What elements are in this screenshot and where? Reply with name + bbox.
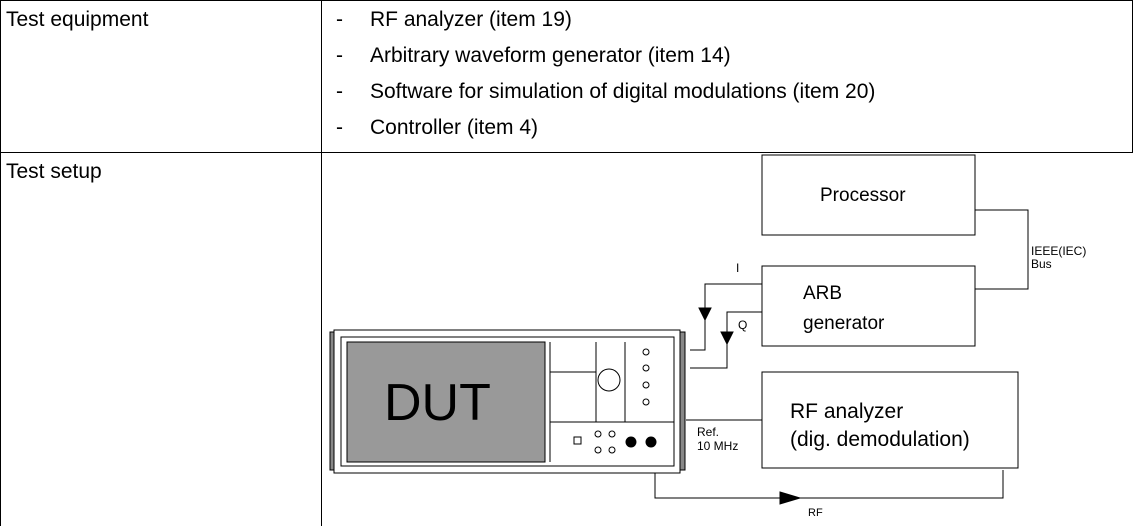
connector-icon	[642, 364, 650, 372]
q-signal-label: Q	[738, 318, 747, 332]
column-divider	[321, 0, 322, 526]
equipment-item-text: RF analyzer (item 19)	[370, 8, 572, 31]
arb-label-line2: generator	[803, 313, 885, 334]
q-arrow-icon	[720, 331, 734, 346]
rf-output-line	[654, 470, 1004, 499]
dut-display	[346, 341, 546, 463]
connector-icon	[594, 430, 602, 438]
bus-label-line1: IEEE(IEC)	[1031, 244, 1086, 258]
equipment-item-text: Arbitrary waveform generator (item 14)	[370, 44, 731, 67]
bus-label-line2: Bus	[1031, 257, 1052, 271]
bullet-dash: -	[336, 116, 343, 139]
i-signal-line	[704, 283, 762, 318]
power-switch-icon	[573, 436, 582, 445]
i-to-dut-line	[690, 320, 706, 351]
rf-output-label: RF	[808, 507, 823, 519]
connector-icon	[608, 446, 616, 454]
q-to-dut-line	[690, 342, 728, 369]
connector-icon	[608, 430, 616, 438]
rotary-knob	[597, 368, 621, 392]
ieee-bus-line	[975, 209, 1029, 290]
equipment-item-text: Software for simulation of digital modul…	[370, 80, 876, 103]
rf-arrow-icon	[779, 491, 802, 505]
connector-icon	[594, 446, 602, 454]
dut-label: DUT	[384, 374, 491, 432]
bullet-dash: -	[336, 80, 343, 103]
bullet-dash: -	[336, 44, 343, 67]
processor-label: Processor	[820, 185, 906, 206]
connector-icon	[642, 381, 650, 389]
equipment-item: - Arbitrary waveform generator (item 14)	[336, 44, 731, 68]
row-divider	[0, 152, 1133, 153]
connector-icon	[642, 398, 650, 406]
output-connector-icon	[645, 436, 657, 448]
row-label-test-equipment: Test equipment	[6, 8, 149, 31]
equipment-item-text: Controller (item 4)	[370, 116, 539, 139]
equipment-item: - RF analyzer (item 19)	[336, 8, 572, 32]
rf-analyzer-box	[761, 371, 1019, 469]
ref-label-line1: Ref.	[697, 425, 719, 439]
row-label-test-setup: Test setup	[6, 160, 102, 183]
arb-label-line1: ARB	[803, 283, 842, 304]
processor-box	[761, 154, 976, 236]
rf-analyzer-label-line2: (dig. demodulation)	[790, 428, 970, 451]
ref-label-line2: 10 MHz	[697, 439, 738, 453]
rf-analyzer-label-line1: RF analyzer	[790, 400, 903, 423]
i-arrow-icon	[698, 307, 712, 322]
arb-generator-box	[761, 265, 976, 347]
i-signal-label: I	[736, 261, 739, 275]
dut-side-handle-left	[329, 331, 335, 471]
bullet-dash: -	[336, 8, 343, 31]
output-connector-icon	[625, 436, 637, 448]
table-top-border	[0, 0, 1133, 1]
equipment-item: - Controller (item 4)	[336, 116, 538, 140]
dut-inner-frame	[340, 336, 675, 467]
equipment-item: - Software for simulation of digital modu…	[336, 80, 875, 104]
connector-icon	[642, 348, 650, 356]
dut-side-handle-right	[679, 331, 686, 471]
table-left-border	[0, 0, 1, 526]
